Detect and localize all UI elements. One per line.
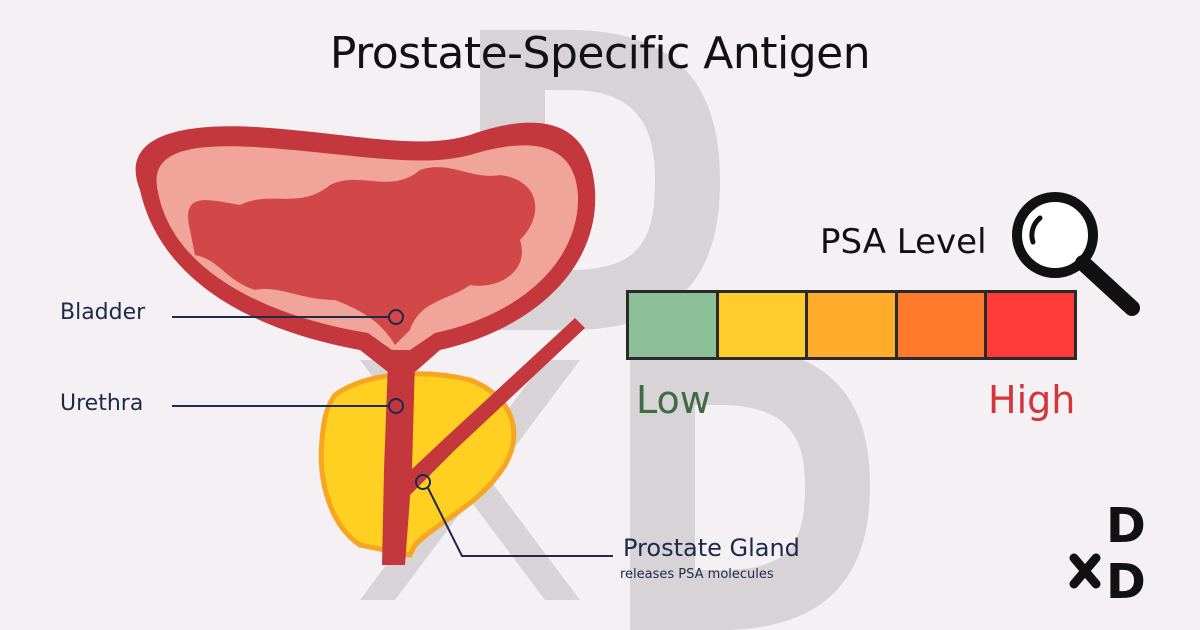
page-title: Prostate-Specific Antigen xyxy=(329,28,871,79)
prostate-note: releases PSA molecules xyxy=(620,567,774,582)
bladder-cavity xyxy=(188,167,536,345)
vas-deferens-tube xyxy=(395,318,585,500)
scale-low-label: Low xyxy=(636,378,711,422)
prostate-label: Prostate Gland xyxy=(623,534,800,562)
psa-scale-segment-3 xyxy=(808,293,895,357)
dxd-logo: D D xyxy=(1069,498,1146,602)
logo-cross-icon xyxy=(1069,553,1101,589)
psa-scale-segment-5 xyxy=(987,293,1074,357)
logo-letter-bottom: D xyxy=(1106,554,1146,602)
urethra-label: Urethra xyxy=(60,391,144,416)
psa-scale-segment-2 xyxy=(718,293,806,357)
magnifying-glass-icon xyxy=(1012,192,1140,316)
psa-scale-segment-4 xyxy=(897,293,985,357)
psa-level-scale xyxy=(626,290,1077,360)
bladder-label: Bladder xyxy=(60,300,146,325)
psa-level-heading: PSA Level xyxy=(820,222,987,262)
psa-scale-segment-1 xyxy=(629,293,716,357)
scale-high-label: High xyxy=(988,378,1076,422)
logo-letter-top: D xyxy=(1106,498,1146,554)
